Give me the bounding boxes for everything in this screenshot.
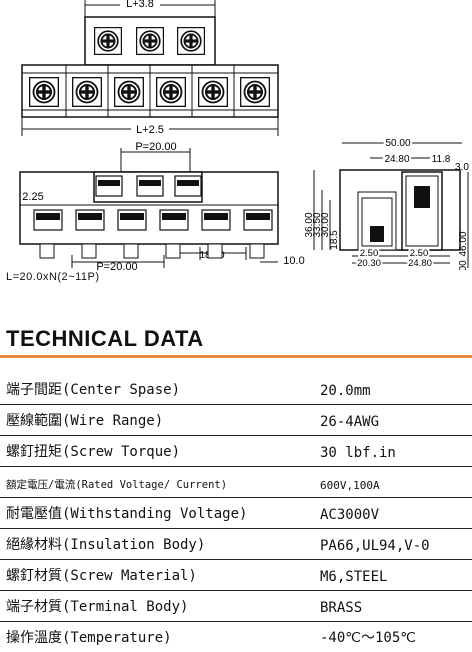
width-total-label: 50.00 xyxy=(385,138,410,149)
front-view: P=20.00 2.25 18.00 xyxy=(19,141,305,270)
spec-label: 絕緣材料(Insulation Body) xyxy=(6,537,206,553)
spec-row: 操作溫度(Temperature) -40℃～105℃ xyxy=(0,622,472,652)
bottom-right-label: 5.00 xyxy=(458,260,469,270)
spec-row: 耐電壓值(Withstanding Voltage) AC3000V xyxy=(0,498,472,529)
left-dim-label: 2.25 xyxy=(22,191,43,203)
spec-row: 額定電压/電流(Rated Voltage/ Current) 600V,100… xyxy=(0,467,472,498)
spec-row: 端子材質(Terminal Body) BRASS xyxy=(0,591,472,622)
base-a-label: 20.30 xyxy=(357,258,381,269)
section-title: TECHNICAL DATA xyxy=(6,326,204,351)
spec-label: 端子材質(Terminal Body) xyxy=(6,599,189,615)
gap-b-label: 2.50 xyxy=(410,248,429,259)
top-dim-label: L+3.8 xyxy=(126,0,154,10)
spec-row: 螺釘材質(Screw Material) M6,STEEL xyxy=(0,560,472,591)
spec-table: 端子間距(Center Spase) 20.0mm 壓線範圍(Wire Rang… xyxy=(0,374,472,652)
width-small-label: 11.8 xyxy=(432,154,451,165)
spec-value: 600V,100A xyxy=(320,479,380,492)
pitch-bottom-label: P=20.00 xyxy=(96,261,137,270)
pitch-top-label: P=20.00 xyxy=(135,141,176,153)
height-a-label: 36.00 xyxy=(304,212,315,237)
spec-value: PA66,UL94,V-0 xyxy=(320,538,430,554)
technical-drawing: L+3.8 L+2.5 P=20.00 xyxy=(19,0,469,270)
spec-row: 端子間距(Center Spase) 20.0mm xyxy=(0,374,472,405)
spec-value: 26-4AWG xyxy=(320,414,380,430)
spec-value: 20.0mm xyxy=(320,383,371,399)
spec-value: BRASS xyxy=(320,600,363,616)
spec-label: 壓線範圍(Wire Range) xyxy=(6,413,164,429)
spec-row: 絕緣材料(Insulation Body) PA66,UL94,V-0 xyxy=(0,529,472,560)
spec-label: 螺釘扭矩(Screw Torque) xyxy=(6,444,181,460)
spec-value: -40℃～105℃ xyxy=(320,630,417,646)
spec-value: M6,STEEL xyxy=(320,569,388,585)
height-b-label: 33.50 xyxy=(312,212,323,237)
gap-a-label: 2.50 xyxy=(360,248,379,259)
title-rule xyxy=(0,355,472,358)
height-d-label: 18.5 xyxy=(329,230,340,250)
spec-value: AC3000V xyxy=(320,507,380,523)
width-upper-label: 24.80 xyxy=(384,154,409,165)
bottom-dim-label: L+2.5 xyxy=(136,124,164,136)
right-dim-label: 10.0 xyxy=(283,255,304,267)
spec-row: 壓線範圍(Wire Range) 26-4AWG xyxy=(0,405,472,436)
height-c-label: 30.00 xyxy=(320,212,331,237)
spec-label: 額定電压/電流(Rated Voltage/ Current) xyxy=(6,479,228,491)
height-right-label: 46.00 xyxy=(458,231,469,256)
spec-label: 螺釘材質(Screw Material) xyxy=(6,568,197,584)
spec-value: 30 lbf.in xyxy=(320,445,396,461)
spec-label: 端子間距(Center Spase) xyxy=(6,382,181,398)
base-b-label: 24.80 xyxy=(408,258,432,269)
top-view: L+3.8 L+2.5 xyxy=(21,0,279,136)
spec-label: 耐電壓值(Withstanding Voltage) xyxy=(6,506,248,522)
spec-label: 操作溫度(Temperature) xyxy=(6,630,172,646)
cut-dim-label: 3.0 xyxy=(455,162,469,173)
length-formula: L=20.0xN(2~11P) xyxy=(6,271,100,283)
spec-row: 螺釘扭矩(Screw Torque) 30 lbf.in xyxy=(0,436,472,467)
side-view: 50.00 24.80 11.8 3.0 36.00 33.50 30.00 1… xyxy=(304,136,469,270)
